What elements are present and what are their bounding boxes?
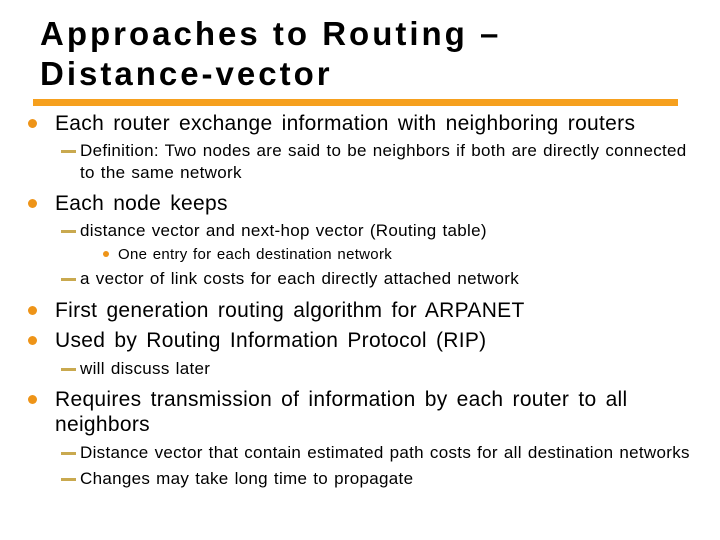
sub-bullet-text: distance vector and next-hop vector (Rou… bbox=[80, 221, 487, 240]
bullet-text: Each node keeps bbox=[55, 192, 228, 215]
bullet-item: Requires transmission of information by … bbox=[0, 387, 720, 437]
bullet-text: Used by Routing Information Protocol (RI… bbox=[55, 329, 487, 352]
bullet-dot-icon bbox=[28, 336, 37, 345]
bullet-item: Each router exchange information with ne… bbox=[0, 111, 720, 136]
dash-icon bbox=[61, 368, 76, 371]
sub-bullet-item: Changes may take long time to propagate bbox=[0, 468, 720, 490]
sub-bullet-item: distance vector and next-hop vector (Rou… bbox=[0, 220, 720, 242]
dash-icon bbox=[61, 452, 76, 455]
bullet-item: First generation routing algorithm for A… bbox=[0, 298, 720, 323]
slide-body: Each router exchange information with ne… bbox=[0, 111, 720, 490]
sub-bullet-text: a vector of link costs for each directly… bbox=[80, 269, 520, 288]
dash-icon bbox=[61, 230, 76, 233]
sub-bullet-text: Definition: Two nodes are said to be nei… bbox=[80, 141, 687, 182]
sub-sub-bullet-item: One entry for each destination network bbox=[0, 244, 720, 265]
bullet-text: Each router exchange information with ne… bbox=[55, 112, 636, 135]
dash-icon bbox=[61, 278, 76, 281]
dash-icon bbox=[61, 150, 76, 153]
sub-bullet-item: a vector of link costs for each directly… bbox=[0, 268, 720, 290]
dash-icon bbox=[61, 478, 76, 481]
bullet-text: Requires transmission of information by … bbox=[55, 388, 628, 436]
slide-title-line-2: Distance-vector bbox=[40, 55, 333, 92]
slide-title: Approaches to Routing – Distance-vector bbox=[0, 0, 720, 94]
bullet-dot-icon bbox=[28, 395, 37, 404]
sub-bullet-item: Distance vector that contain estimated p… bbox=[0, 442, 720, 464]
bullet-item: Each node keeps bbox=[0, 191, 720, 216]
bullet-dot-icon bbox=[28, 199, 37, 208]
sub-sub-bullet-text: One entry for each destination network bbox=[118, 246, 393, 263]
sub-bullet-text: Changes may take long time to propagate bbox=[80, 469, 414, 488]
bullet-dot-icon bbox=[28, 119, 37, 128]
bullet-dot-icon bbox=[28, 306, 37, 315]
sub-bullet-text: Distance vector that contain estimated p… bbox=[80, 443, 690, 462]
slide-title-line-1: Approaches to Routing – bbox=[40, 15, 502, 52]
title-underline-bar bbox=[33, 99, 678, 106]
sub-bullet-text: will discuss later bbox=[80, 359, 211, 378]
bullet-text: First generation routing algorithm for A… bbox=[55, 299, 525, 322]
sub-bullet-item: Definition: Two nodes are said to be nei… bbox=[0, 140, 720, 184]
sub-bullet-item: will discuss later bbox=[0, 358, 720, 380]
bullet-item: Used by Routing Information Protocol (RI… bbox=[0, 328, 720, 353]
sub-bullet-dot-icon bbox=[103, 251, 109, 257]
